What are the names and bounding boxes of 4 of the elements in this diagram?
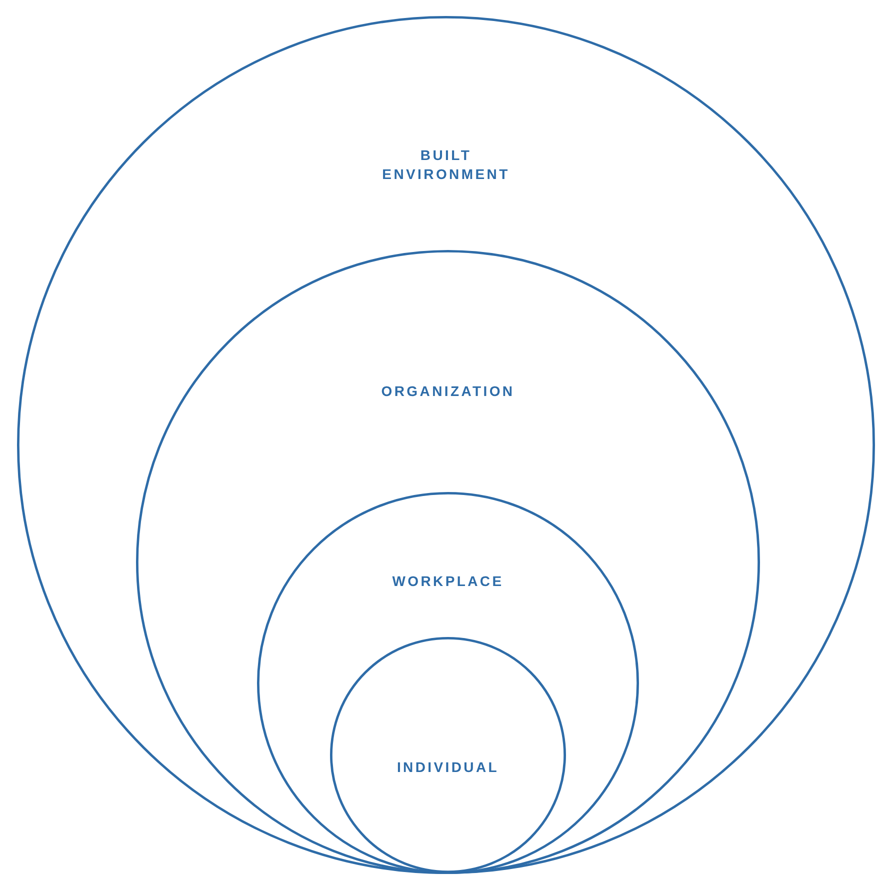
circle-label: INDIVIDUAL <box>396 758 500 777</box>
circle-label: ORGANIZATION <box>381 382 515 401</box>
circle-label: WORKPLACE <box>392 572 504 591</box>
circle-label: BUILT ENVIRONMENT <box>381 146 511 184</box>
